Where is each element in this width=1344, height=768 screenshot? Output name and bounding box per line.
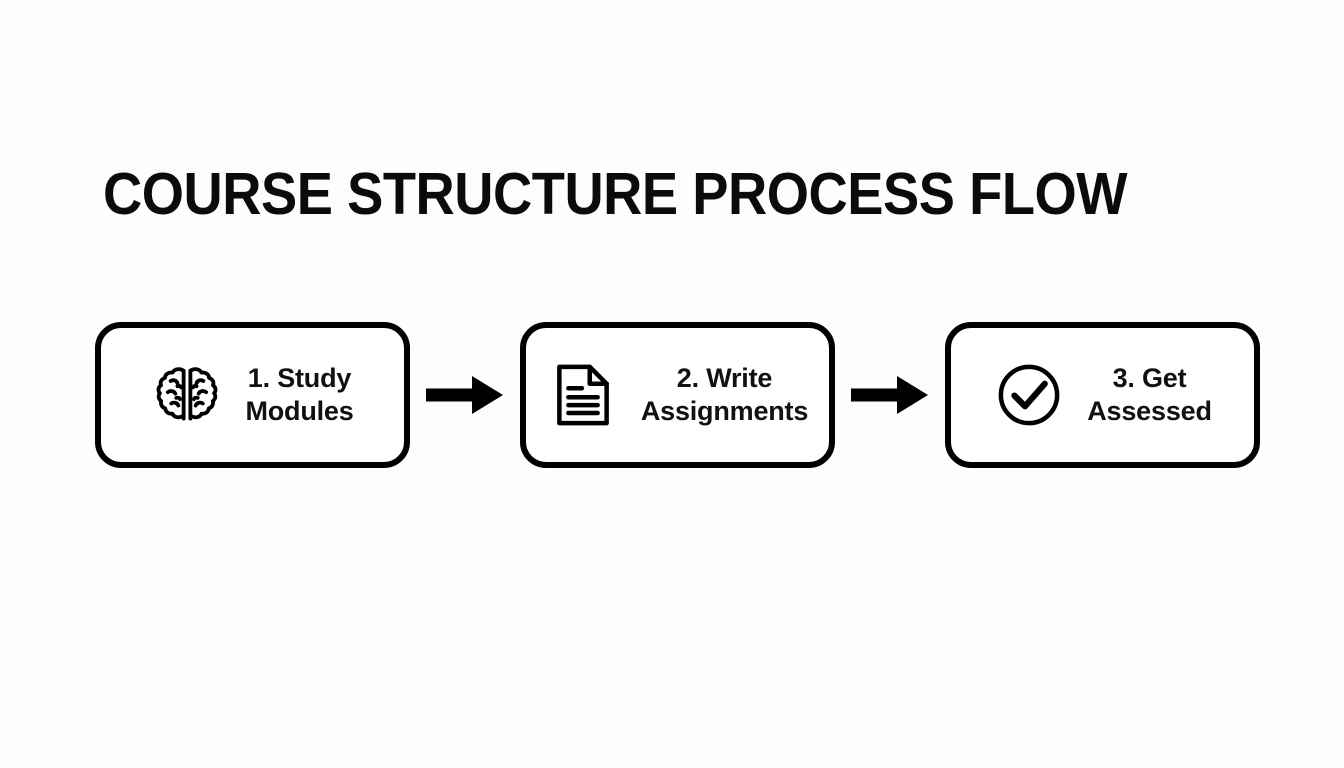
process-step-3-label: 3. Get Assessed (1087, 363, 1212, 426)
check-circle-icon (993, 359, 1065, 431)
process-step-3[interactable]: 3. Get Assessed (945, 322, 1260, 468)
process-flow-row: 1. Study Modules (95, 322, 1265, 468)
brain-icon (151, 359, 223, 431)
page-title: COURSE STRUCTURE PROCESS FLOW (103, 161, 1128, 227)
process-step-2[interactable]: 2. Write Assignments (520, 322, 835, 468)
process-step-2-label: 2. Write Assignments (640, 363, 809, 426)
process-step-1-label: 1. Study Modules (245, 363, 354, 426)
process-step-1[interactable]: 1. Study Modules (95, 322, 410, 468)
document-lines-icon (547, 359, 619, 431)
arrow-right-icon (410, 373, 520, 417)
arrow-right-icon (835, 373, 945, 417)
